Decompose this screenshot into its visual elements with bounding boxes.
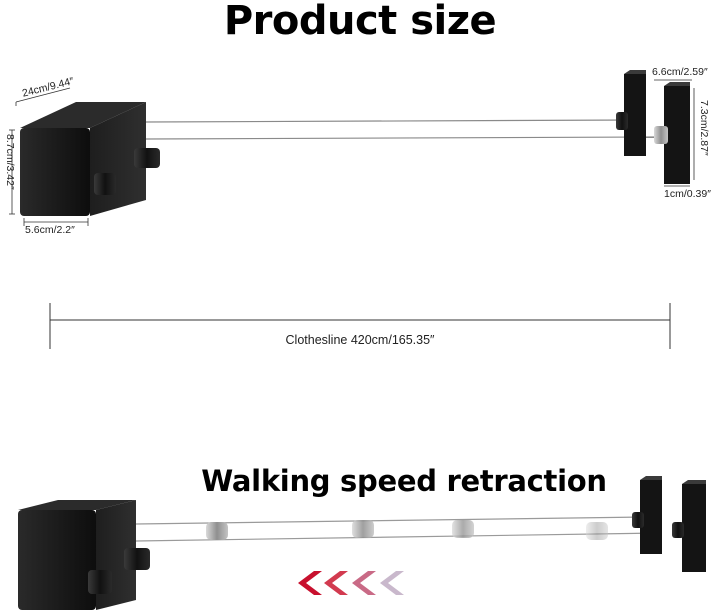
chevron-left-icon (352, 571, 376, 595)
walking-speed-heading: Walking speed retraction (201, 464, 607, 498)
moving-end-ghost-3 (452, 520, 474, 538)
dimension-markers (9, 79, 695, 226)
box-height-label: 8.7cm/3.42″ (4, 134, 16, 190)
chevron-left-icon (298, 571, 322, 595)
moving-end-ghost-1 (206, 522, 228, 540)
chevron-left-icon (380, 571, 404, 595)
retractor-box-bottom (18, 500, 150, 610)
retraction-arrows (298, 571, 404, 595)
moving-end-ghost-4 (586, 522, 608, 540)
hook-plate-4 (672, 480, 706, 572)
clothesline-length-label: Clothesline 420cm/165.35″ (285, 333, 435, 347)
moving-end-ghost-2 (352, 520, 374, 538)
hook-depth-label: 1cm/0.39″ (664, 188, 711, 200)
retractor-box-top (20, 102, 160, 216)
box-width-label: 5.6cm/2.2″ (25, 224, 75, 236)
product-size-heading: Product size (223, 0, 497, 44)
chevron-left-icon (324, 571, 348, 595)
hook-plate-2 (654, 82, 690, 184)
hook-plate-1 (616, 70, 646, 156)
hook-width-label: 6.6cm/2.59″ (652, 66, 708, 78)
hook-height-label: 7.3cm/2.87″ (698, 100, 710, 156)
hook-plate-3 (632, 476, 662, 554)
clothesline-measure (49, 303, 671, 349)
